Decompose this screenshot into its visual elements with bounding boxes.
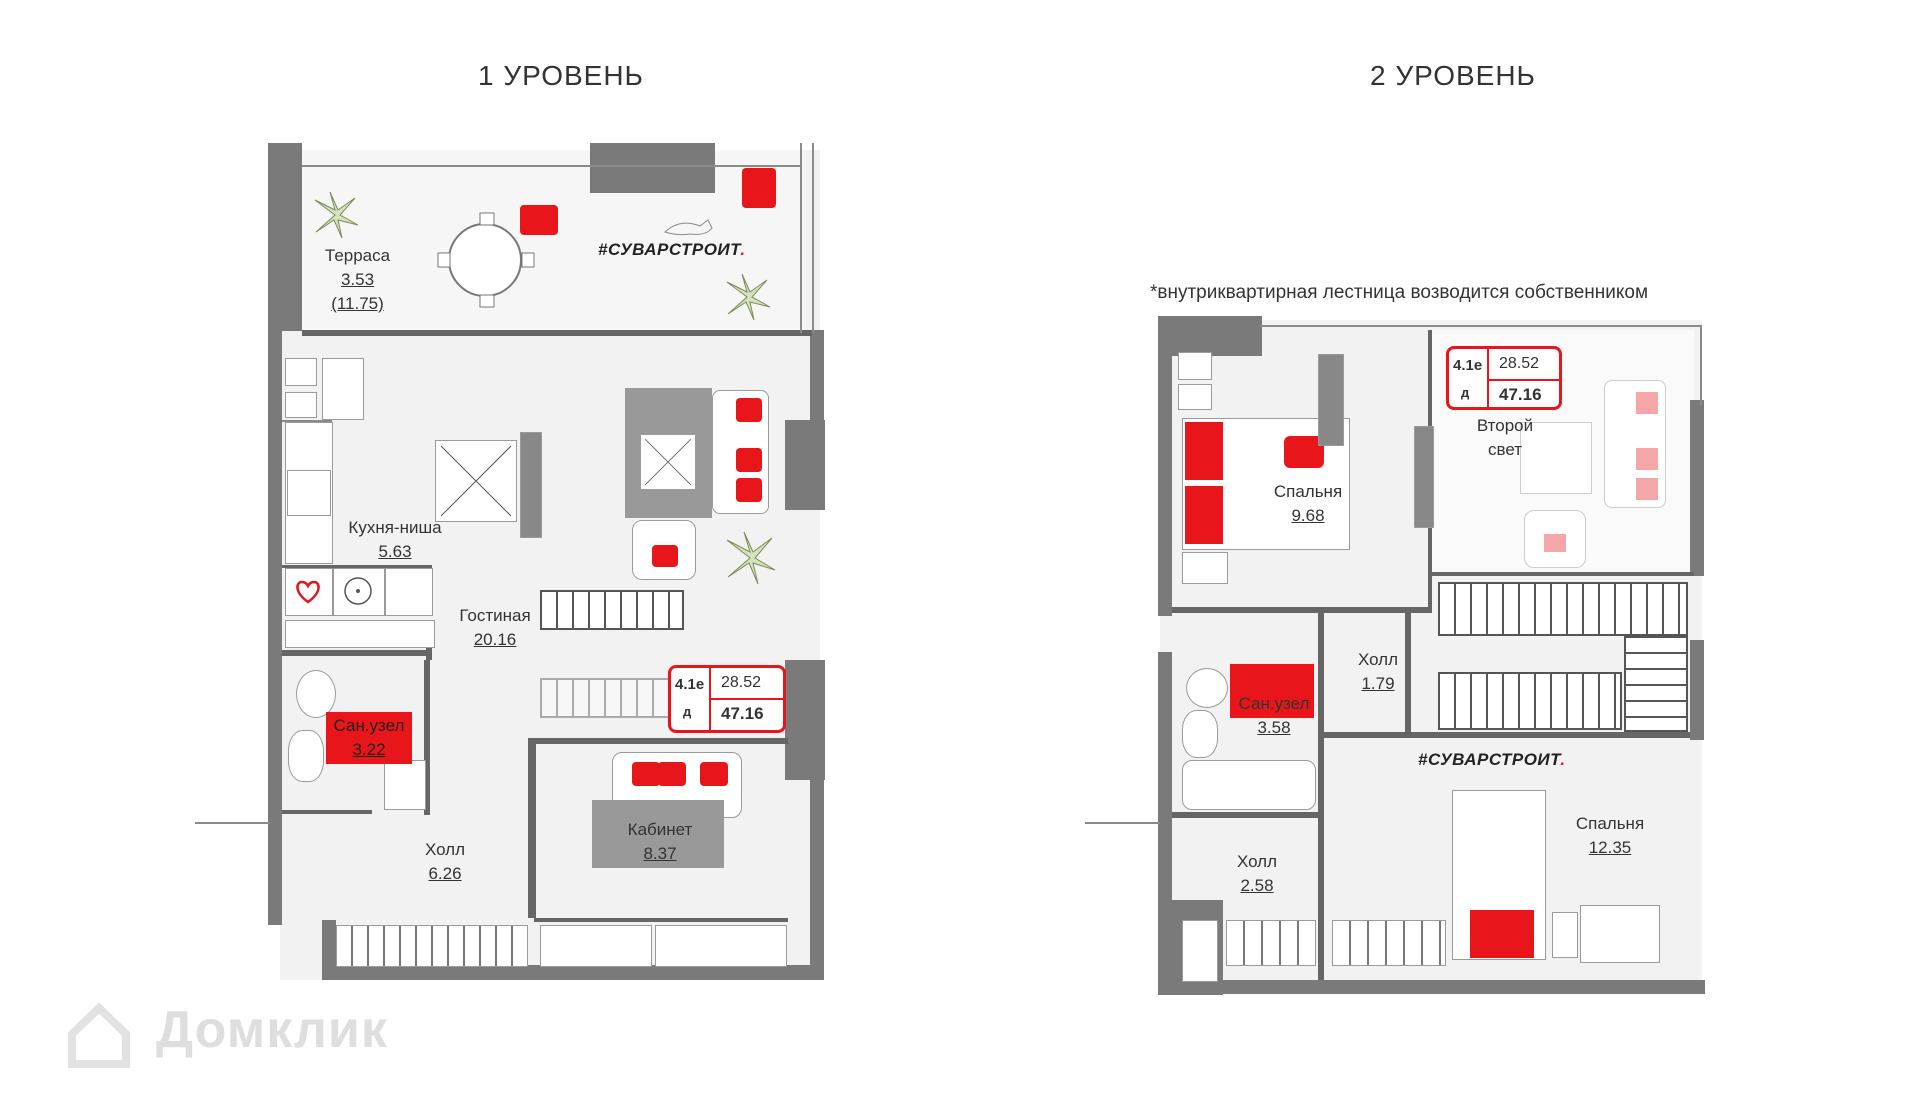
shelf [540,925,652,967]
room-second-light: Второй свет [1476,416,1534,459]
rug [1318,354,1344,446]
room-terrace: Терраса 3.53 (11.75) [324,246,391,313]
nightstand [1182,552,1228,584]
person-icon [520,205,558,235]
cabinet [285,392,317,418]
room-kitchen: Кухня-ниша 5.63 [348,518,442,561]
pillow [1470,910,1534,958]
room-study: Кабинет 8.37 [627,820,693,863]
stair-note: *внутриквартирная лестница возводится со… [1150,282,1649,303]
wardrobe [1332,920,1446,966]
stairs [1624,636,1688,732]
coffee-table [1520,422,1592,494]
room-hall-2b: Холл 2.58 [1236,852,1278,895]
home-icon [68,1002,130,1068]
cabinet [285,358,317,386]
cushion [700,762,728,786]
brand-logo: #СУВАРСТРОИТ. [598,240,746,259]
dining-table [435,440,517,522]
cabinet [1182,920,1218,982]
room-hall-1: Холл 6.26 [424,840,466,883]
washer-icon [384,760,426,810]
bath-rug [1230,664,1314,718]
cushion [736,398,762,422]
room-bath-2: Сан.узел 3.58 [1238,694,1310,737]
wardrobe [336,925,528,967]
toilet-icon [296,670,336,718]
toilet-icon [1186,668,1228,708]
watermark: Домклик [68,1000,388,1068]
nightstand [1552,912,1578,958]
stairs [540,678,674,718]
cushion [736,478,762,502]
cushion [632,762,660,786]
tv-stand [520,432,542,538]
person-icon [742,168,776,208]
cushion [1636,392,1658,414]
level-1-title: 1 УРОВЕНЬ [478,60,644,91]
level-2-title: 2 УРОВЕНЬ [1370,60,1536,91]
dishwasher-icon [385,568,433,616]
cushion [1636,478,1658,500]
cabinet [1178,384,1212,410]
bath-rug [326,712,412,764]
washbasin-icon [288,730,324,782]
stove-icon [287,470,331,516]
heart-icon [285,568,333,616]
terrace-table-icon [437,212,535,308]
cabinet [1178,352,1212,380]
plant-icon [726,531,776,585]
person-icon [1284,436,1324,468]
cat-icon [664,219,713,236]
apartment-badge: 4.1е д 28.52 47.16 [668,665,786,733]
room-bedroom-1: Спальня 9.68 [1273,482,1343,525]
coffee-table [640,434,696,490]
room-bath-1: Сан.узел 3.22 [333,716,405,759]
desk [655,925,787,967]
shelf [285,620,435,648]
pillow [1185,422,1223,480]
stairs [1438,582,1688,636]
washbasin-icon [1182,710,1218,758]
brand-logo: #СУВАРСТРОИТ. [1418,750,1566,769]
room-bedroom-2: Спальня 12.35 [1575,814,1645,857]
stairs [540,590,684,630]
room-hall-2a: Холл 1.79 [1357,650,1399,693]
desk [1580,905,1660,963]
cushion [1636,448,1658,470]
plant-icon [726,273,771,321]
wardrobe [1226,920,1316,966]
cushion [736,448,762,472]
study-rug [592,800,724,868]
fridge [322,358,364,420]
wardrobe [1414,426,1434,528]
pillow [1185,486,1223,544]
sink-icon [333,568,385,616]
cushion [652,545,678,567]
terrace-floor [300,150,805,330]
cushion [658,762,686,786]
room-living: Гостиная 20.16 [459,606,531,649]
plant-icon [314,191,359,239]
bathtub-icon [1182,760,1316,810]
cushion [1544,534,1566,552]
stairs [1438,672,1622,730]
apartment-badge: 4.1е д 28.52 47.16 [1446,346,1562,410]
